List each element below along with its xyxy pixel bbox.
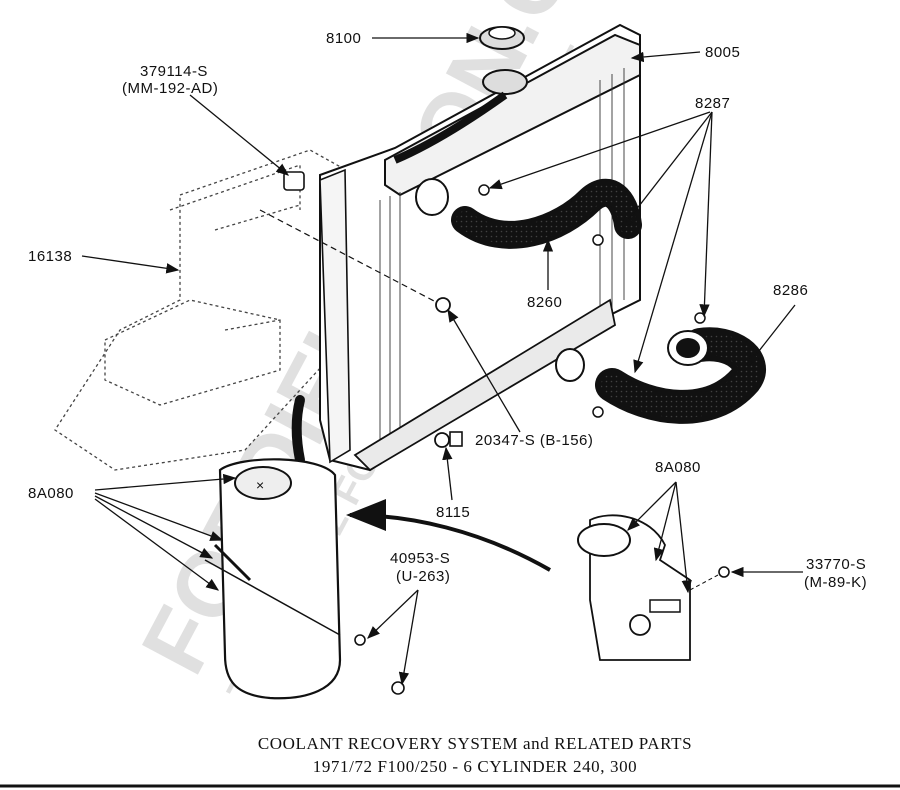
label-8005: 8005 bbox=[705, 44, 740, 61]
label-8286: 8286 bbox=[773, 282, 808, 299]
leader-lines bbox=[81, 32, 803, 686]
label-8115: 8115 bbox=[436, 504, 470, 521]
label-8260: 8260 bbox=[527, 294, 562, 311]
bolt-20347-s bbox=[259, 209, 451, 313]
callout-labels: 8100 8005 379114-S (MM-192-AD) 8287 1613… bbox=[28, 30, 867, 591]
label-8a080-left: 8A080 bbox=[28, 485, 74, 502]
overflow-hose bbox=[291, 395, 305, 465]
lower-hose bbox=[592, 312, 766, 424]
bolt-379114-s bbox=[283, 171, 305, 191]
label-20347-s: 20347-S (B-156) bbox=[475, 432, 593, 449]
drain-petcock bbox=[434, 431, 463, 448]
label-33770-s: 33770-S bbox=[806, 556, 866, 573]
label-u-263: (U-263) bbox=[396, 568, 450, 585]
label-40953-s: 40953-S bbox=[390, 550, 450, 567]
label-mm-192-ad: (MM-192-AD) bbox=[122, 80, 218, 97]
fan-shroud bbox=[54, 149, 356, 471]
upper-hose bbox=[451, 178, 642, 249]
label-379114-s: 379114-S bbox=[140, 63, 208, 80]
label-8100: 8100 bbox=[326, 30, 361, 47]
label-16138: 16138 bbox=[28, 248, 72, 265]
radiator bbox=[319, 23, 641, 472]
caption-line-1: COOLANT RECOVERY SYSTEM and RELATED PART… bbox=[258, 734, 692, 753]
caption: COOLANT RECOVERY SYSTEM and RELATED PART… bbox=[258, 734, 692, 776]
label-8a080-right: 8A080 bbox=[655, 459, 701, 476]
radiator-cap bbox=[479, 26, 525, 50]
label-m-89-k: (M-89-K) bbox=[804, 574, 867, 591]
cap-mark-x: × bbox=[256, 477, 264, 493]
detail-inset bbox=[577, 514, 730, 661]
label-8287: 8287 bbox=[695, 95, 730, 112]
recovery-tank: × bbox=[204, 458, 405, 700]
reference-arrow bbox=[346, 499, 551, 572]
caption-line-2: 1971/72 F100/250 - 6 CYLINDER 240, 300 bbox=[313, 757, 638, 776]
